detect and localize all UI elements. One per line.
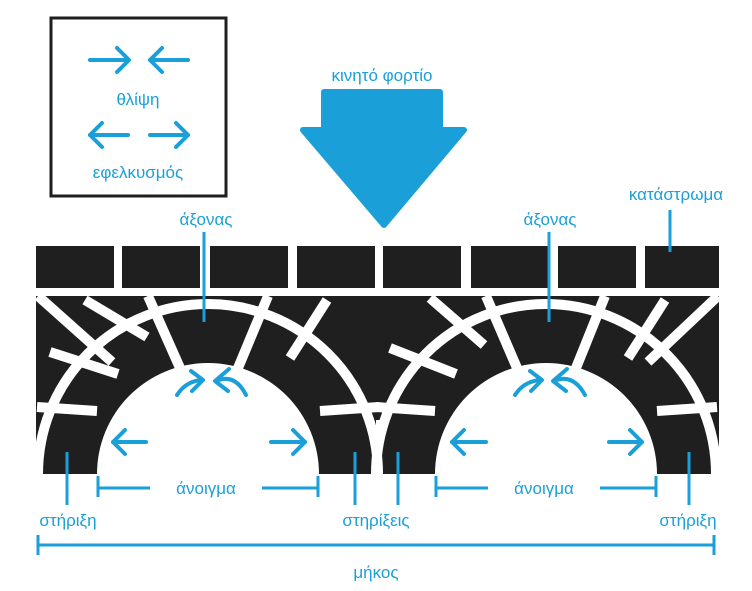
support-leader-lines (65, 452, 691, 505)
legend-box (49, 16, 228, 198)
compression-arrow-icon (175, 367, 587, 397)
moving-load-label: κινητό φορτίο (332, 66, 433, 85)
support-left-label: στήριξη (39, 511, 96, 530)
deck-label-group: κατάστρωμα (629, 185, 723, 252)
length-label: μήκος (353, 563, 398, 582)
span-left-label: άνοιγμα (176, 479, 236, 498)
span-left-dimension (96, 476, 320, 497)
deck-label: κατάστρωμα (629, 185, 723, 204)
voussoir-joints (36, 292, 719, 474)
bridge-deck (36, 246, 719, 288)
legend-compression-label: θλίψη (117, 90, 160, 109)
compression-arrows-icon (88, 46, 190, 74)
keystone-left-label: άξονας (180, 210, 233, 229)
legend: θλίψη εφελκυσμός (49, 16, 228, 198)
span-right-label: άνοιγμα (514, 479, 574, 498)
moving-load-arrow-icon (300, 89, 467, 228)
bridge-arches (36, 292, 719, 474)
legend-tension-label: εφελκυσμός (93, 163, 183, 182)
support-right-label: στήριξη (659, 511, 716, 530)
arch-fill (36, 296, 719, 474)
tension-arrows-icon (88, 121, 190, 149)
span-right-dimension (434, 476, 658, 497)
length-dimension (36, 535, 716, 555)
tension-arrow-icon (111, 428, 644, 456)
keystone-right-label: άξονας (524, 210, 577, 229)
support-middle-label: στηρίξεις (342, 511, 409, 530)
